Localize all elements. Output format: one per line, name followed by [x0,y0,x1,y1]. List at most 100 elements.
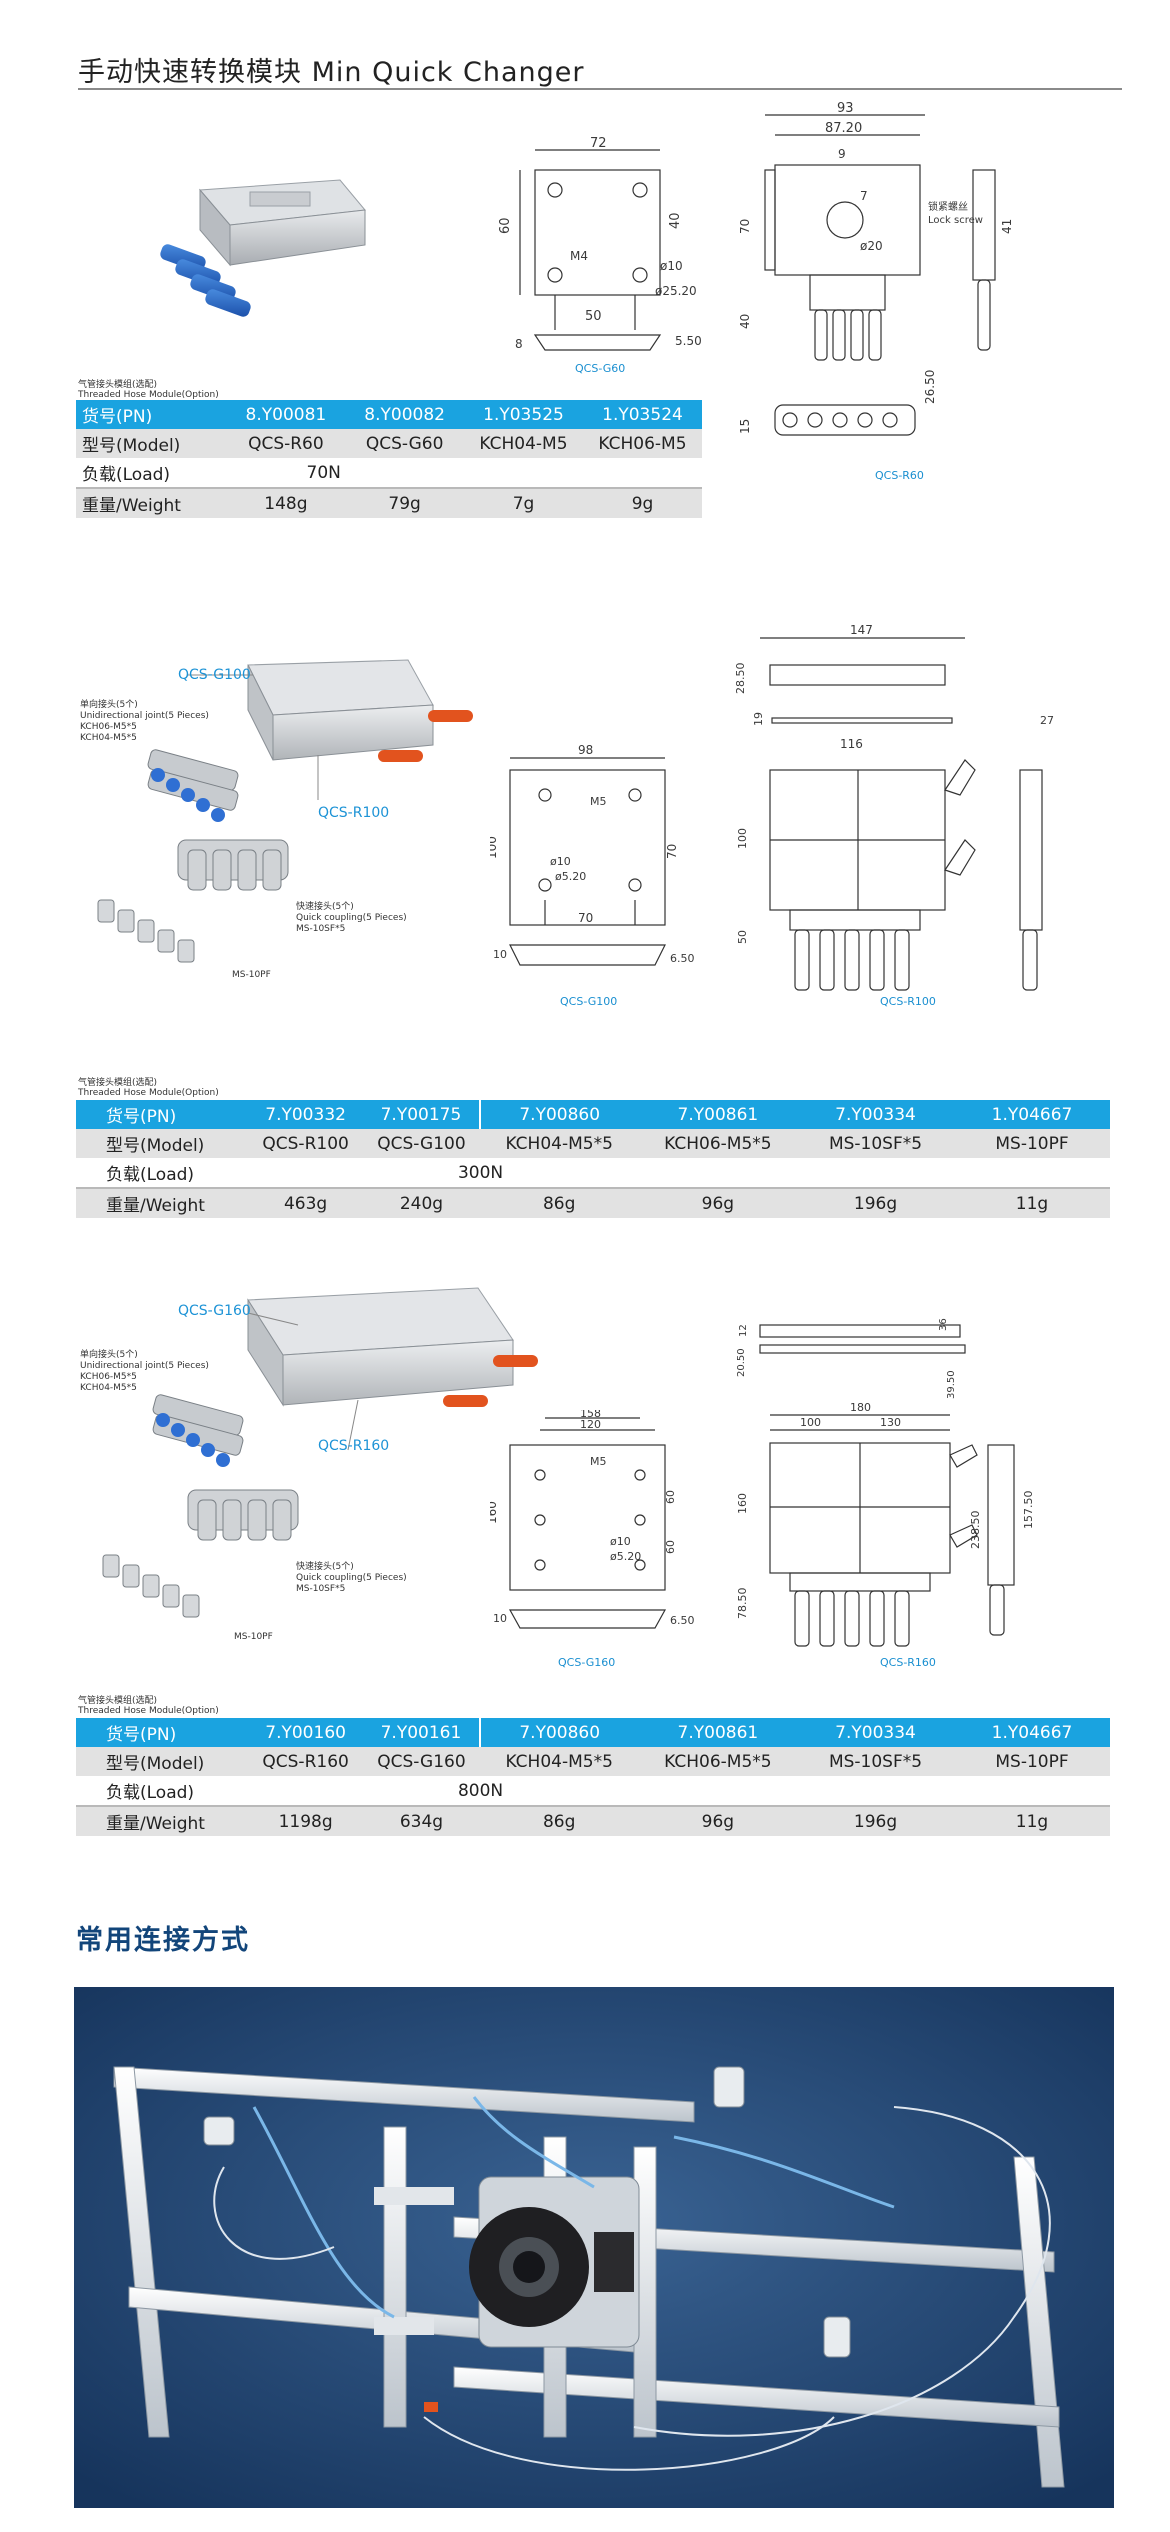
weight-cell: 196g [797,1806,954,1836]
weight-cell: 86g [479,1806,639,1836]
dim-36: 36 [938,1318,949,1331]
pn-cell: 8.Y00082 [345,400,464,429]
model-cell: QCS-G100 [363,1129,480,1158]
dim-9: 9 [838,147,846,161]
pn-cell: 7.Y00334 [797,1718,954,1747]
pn-cell: 7.Y00334 [797,1100,954,1129]
dim-650: 6.50 [670,1614,695,1627]
dim-7: 7 [860,189,868,203]
section-title-connection: 常用连接方式 [76,1925,250,1956]
dim-19: 19 [752,712,765,726]
dim-160b: 160 [736,1493,749,1514]
pn-cell: 1.Y04667 [954,1100,1110,1129]
uni-joint-model2: KCH04-M5*5 [80,1383,137,1393]
dim-93: 93 [837,101,854,116]
dim-650: 6.50 [670,952,695,965]
caption-qcs-g100: QCS-G100 [560,995,617,1008]
dim-60: 60 [498,217,513,234]
weight-cell: 148g [226,488,346,518]
weight-cell: 11g [954,1188,1110,1218]
weight-cell: 1198g [247,1806,364,1836]
weight-cell: 240g [363,1188,480,1218]
dim-40b: 40 [738,314,752,329]
model-cell: MS-10PF [954,1129,1110,1158]
dim-50: 50 [585,309,602,324]
weight-cell: 96g [638,1806,797,1836]
dim-100: 100 [800,1416,821,1429]
weight-cell: 11g [954,1806,1110,1836]
weight-cell: 96g [638,1188,797,1218]
connection-photo [74,1987,1114,2508]
dim-40: 40 [668,212,683,229]
weight-cell: 9g [582,488,702,518]
dim-158: 158 [580,1410,601,1420]
callout-qcs-r160: QCS-R160 [318,1438,390,1454]
load-value: 300N [247,1158,1110,1189]
qcs-g160-drawing: 158 120 160 60 60 M5 ø10 ø5.20 10 6.50 Q… [490,1410,695,1669]
dim-d10: ø10 [660,259,683,273]
weight-cell: 634g [363,1806,480,1836]
quick-coupling-cn: 快速接头(5个) [296,1562,354,1572]
model-cell: MS-10SF*5 [797,1747,954,1776]
option-note-cn: 气管接头模组(选配) [78,380,158,390]
pn-cell: 1.Y03525 [464,400,583,429]
dim-98: 98 [578,743,593,757]
qcs-r60-drawing: 93 87.20 9 7 ø20 70 40 41 15 26.50 锁紧螺丝 … [738,101,1014,480]
dim-27: 27 [1040,714,1054,727]
ms-10pf-label: MS-10PF [232,970,271,980]
dim-2650: 26.50 [923,370,937,404]
pn-cell: 8.Y00081 [226,400,346,429]
pn-label: 货号(PN) [76,1100,248,1129]
dim-8: 8 [515,337,523,351]
dim-7850: 78.50 [736,1588,749,1620]
weight-cell: 79g [345,488,464,518]
qcs-r160-drawing: 12 36 20.50 39.50 180 100 130 160 78.50 … [736,1318,1035,1669]
ms-10pf-label: MS-10PF [234,1632,273,1642]
pn-cell: 7.Y00160 [247,1718,364,1747]
robot-frame-illustration [74,1987,1114,2508]
dim-180: 180 [850,1401,871,1414]
dim-m5: M5 [590,795,607,808]
dim-10: 10 [493,948,507,961]
qcs-g60-drawing: 72 60 40 50 M4 ø10 ø25.20 8 5.50 QCS-G60 [498,136,702,375]
lock-screw-cn: 锁紧螺丝 [928,200,968,213]
qcs-r100-drawing: 147 28.50 19 116 100 50 27 QCS-R100 [734,623,1054,1008]
dim-23850: 238.50 [969,1511,982,1550]
model-label: 型号(Model) [76,1129,248,1158]
model-cell: KCH06-M5 [582,429,702,458]
caption-qcs-r160: QCS-R160 [880,1656,936,1669]
model-cell: QCS-G160 [363,1747,480,1776]
dim-d520: ø5.20 [555,870,586,883]
dim-147: 147 [850,623,873,637]
model-cell: KCH06-M5*5 [638,1129,797,1158]
dim-70v: 70 [665,844,679,859]
title-divider [78,88,1122,90]
model-label: 型号(Model) [76,1747,248,1776]
dim-50: 50 [736,930,749,944]
model-cell: MS-10PF [954,1747,1110,1776]
uni-joint-model1: KCH06-M5*5 [80,1372,137,1382]
option-note-cn: 气管接头模组(选配) [78,1078,158,1088]
load-label: 负载(Load) [76,458,227,489]
caption-qcs-g160: QCS-G160 [558,1656,615,1669]
dim-8720: 87.20 [825,121,862,136]
spec-table-100: 货号(PN) 7.Y00332 7.Y00175 7.Y00860 7.Y008… [76,1100,1110,1218]
dim-72: 72 [590,136,607,151]
quick-coupling-en: Quick coupling(5 Pieces) [296,1573,407,1583]
pn-cell: 1.Y03524 [582,400,702,429]
model-cell: QCS-R100 [247,1129,364,1158]
model-cell: KCH04-M5*5 [479,1747,639,1776]
weight-label: 重量/Weight [76,1188,248,1218]
pn-label: 货号(PN) [76,1718,248,1747]
quick-coupling-model: MS-10SF*5 [296,924,346,934]
option-note-en: Threaded Hose Module(Option) [78,390,219,400]
weight-cell: 463g [247,1188,364,1218]
dim-d10: ø10 [550,855,571,868]
uni-joint-cn: 单向接头(5个) [80,700,138,710]
dim-d25: ø25.20 [655,284,697,298]
dim-12: 12 [738,1324,749,1337]
page-title: 手动快速转换模块 Min Quick Changer [78,57,585,88]
pn-cell: 7.Y00332 [247,1100,364,1129]
model-label: 型号(Model) [76,429,227,458]
model-cell: KCH06-M5*5 [638,1747,797,1776]
